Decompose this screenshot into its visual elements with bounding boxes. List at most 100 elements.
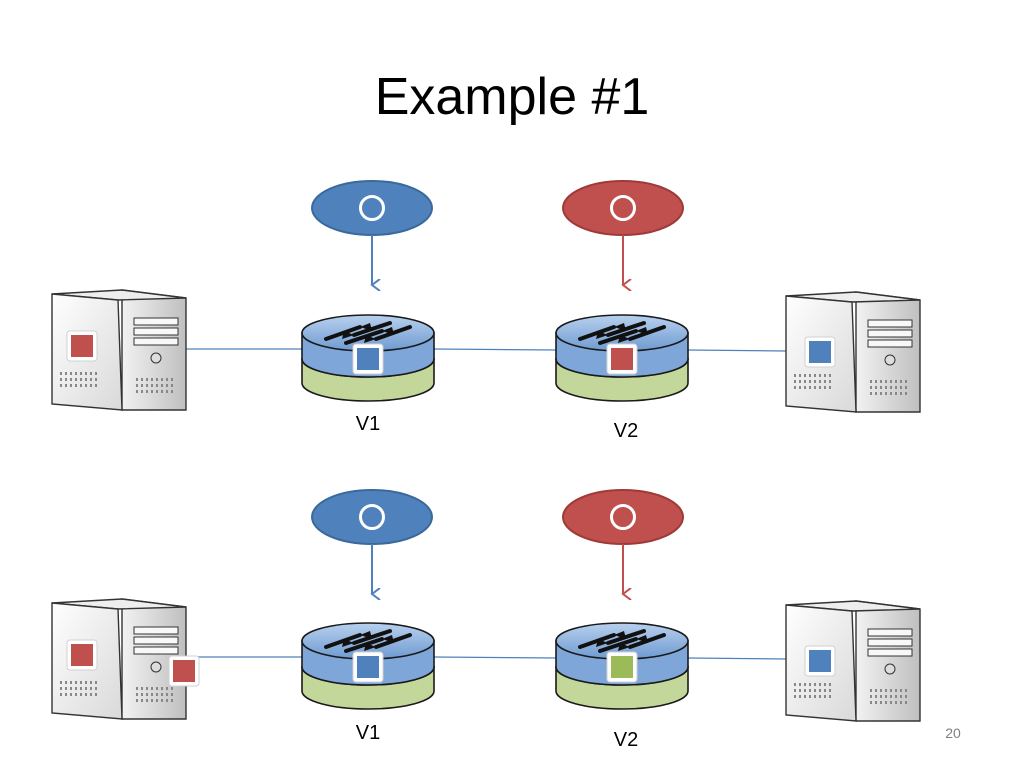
power-button-icon (884, 663, 896, 675)
router-arrowhead (364, 643, 376, 651)
controller-ring-icon (610, 504, 636, 530)
vent (60, 693, 62, 696)
vent (161, 378, 163, 381)
vent (146, 378, 148, 381)
vent (136, 699, 138, 702)
vent (804, 374, 806, 377)
router-label: V1 (356, 413, 380, 435)
router-arrowhead (614, 323, 626, 331)
router-arrowhead (636, 635, 648, 643)
router-arrow (344, 329, 384, 345)
vent (809, 683, 811, 686)
router-label: V1 (356, 722, 380, 744)
vent (161, 687, 163, 690)
router-arrowhead (636, 327, 648, 335)
vent (804, 380, 806, 383)
vent (900, 689, 902, 692)
vent (156, 699, 158, 702)
router-arrow (352, 321, 392, 337)
vent (900, 386, 902, 389)
controller-ellipse-icon[interactable] (311, 489, 433, 545)
controller-ellipse-icon[interactable] (562, 180, 684, 236)
controller-body (562, 489, 684, 545)
vent (870, 695, 872, 698)
vent (141, 378, 143, 381)
vent (895, 695, 897, 698)
vent (880, 689, 882, 692)
vent (875, 386, 877, 389)
vent (151, 390, 153, 393)
network-link (687, 657, 787, 660)
vent (85, 372, 87, 375)
vent (809, 374, 811, 377)
vent (900, 701, 902, 704)
vent (70, 378, 72, 381)
vent (156, 384, 158, 387)
router-icon[interactable] (301, 622, 435, 710)
server-tower-icon[interactable] (51, 598, 200, 720)
vent (171, 687, 173, 690)
vent (809, 695, 811, 698)
vent (799, 380, 801, 383)
vent (171, 693, 173, 696)
vent (870, 392, 872, 395)
vent (794, 374, 796, 377)
vent (905, 701, 907, 704)
router-icon[interactable] (555, 622, 689, 710)
vent (141, 699, 143, 702)
vent (824, 683, 826, 686)
server-tower-icon[interactable] (51, 289, 187, 411)
vent (136, 378, 138, 381)
vent (166, 384, 168, 387)
vent (890, 689, 892, 692)
router-icon[interactable] (555, 314, 689, 402)
vent (60, 687, 62, 690)
vent (156, 390, 158, 393)
vent (829, 374, 831, 377)
vent (75, 384, 77, 387)
network-link (687, 349, 787, 352)
vent (95, 378, 97, 381)
vent (890, 386, 892, 389)
vent (136, 693, 138, 696)
router-icon[interactable] (301, 314, 435, 402)
host-tag (173, 660, 195, 682)
vent (804, 689, 806, 692)
drive-bay (867, 648, 913, 657)
vent (146, 390, 148, 393)
controller-ellipse-icon[interactable] (562, 489, 684, 545)
drive-bay (133, 636, 179, 645)
vent (161, 693, 163, 696)
router-tag (611, 348, 633, 370)
vent (95, 384, 97, 387)
vent (875, 392, 877, 395)
router-arrow (324, 325, 362, 341)
router-label: V2 (614, 729, 638, 751)
vent (829, 695, 831, 698)
vent (870, 380, 872, 383)
vent (156, 378, 158, 381)
vent (80, 687, 82, 690)
server-tower-icon[interactable] (785, 291, 921, 413)
drive-bay (133, 327, 179, 336)
vent (75, 681, 77, 684)
vent (166, 687, 168, 690)
router-arrowhead (618, 643, 630, 651)
router-arrowhead (360, 323, 372, 331)
vent (65, 693, 67, 696)
vent (824, 374, 826, 377)
vent (829, 683, 831, 686)
vent (65, 372, 67, 375)
controller-ellipse-icon[interactable] (311, 180, 433, 236)
router-tag (357, 348, 379, 370)
controller-body (562, 180, 684, 236)
vent (890, 701, 892, 704)
vent (804, 386, 806, 389)
server-tower-icon[interactable] (785, 600, 921, 722)
vent (829, 380, 831, 383)
router-tag (611, 656, 633, 678)
vent (90, 378, 92, 381)
vent (141, 390, 143, 393)
router-arrow (598, 329, 638, 345)
vent (156, 687, 158, 690)
